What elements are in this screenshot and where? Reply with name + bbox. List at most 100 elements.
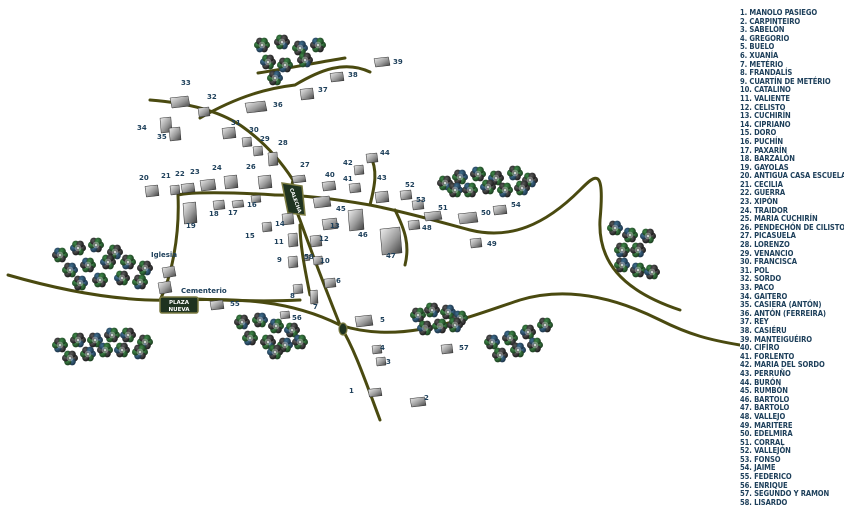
- house-number-57: 57: [459, 344, 469, 352]
- legend-item: 53. FONSO: [740, 454, 781, 464]
- house-number-38: 38: [348, 71, 358, 79]
- house-number-7: 7: [313, 303, 318, 311]
- legend-item: 56. ENRIQUE: [740, 480, 788, 490]
- legend-item: 50. EDELMIRA: [740, 429, 793, 439]
- legend-item: 47. BARTOLO: [740, 403, 790, 413]
- legend-item: 37. REY: [740, 317, 769, 327]
- legend-item: 40. CIFÍRO: [740, 343, 780, 353]
- house-17: [231, 199, 245, 209]
- house-19: [182, 201, 198, 225]
- house-26: [257, 174, 273, 190]
- house-6: [323, 277, 337, 289]
- house-53: [411, 199, 425, 211]
- legend-item: 2. CARPINTEIRO: [740, 16, 801, 26]
- legend-item: 28. LORENZO: [740, 240, 790, 250]
- house-number-14: 14: [275, 220, 285, 228]
- house-21: [169, 184, 181, 196]
- house-number-44: 44: [380, 149, 390, 157]
- house-8: [292, 283, 304, 295]
- cementerio-building: [157, 280, 173, 295]
- house-number-47: 47: [386, 252, 396, 260]
- house-number-58: 58: [304, 253, 314, 261]
- legend-item: 57. SEGUNDO Y RAMON: [740, 489, 830, 499]
- plaza-label-2: NUEVA: [169, 307, 191, 313]
- legend-item: 6. XUANÍA: [740, 50, 779, 60]
- house-number-49: 49: [487, 240, 497, 248]
- house-20: [144, 184, 160, 198]
- tree-icon: [630, 242, 647, 258]
- house-number-54: 54: [511, 201, 521, 209]
- house-44: [365, 152, 379, 164]
- house-number-48: 48: [422, 224, 432, 232]
- legend-item: 3. SABELÓN: [740, 25, 785, 35]
- tree-icon: [62, 350, 78, 366]
- house-number-3: 3: [386, 358, 391, 366]
- tree-icon: [437, 175, 453, 191]
- iglesia-building: [161, 265, 177, 279]
- tree-icon: [614, 242, 631, 258]
- house-51: [423, 210, 443, 222]
- house-58: [303, 254, 311, 262]
- tree-icon: [607, 220, 624, 236]
- house-30: [241, 136, 253, 148]
- house-number-24: 24: [212, 164, 222, 172]
- legend-item: 20. ANTIGUA CASA ESCUELA: [740, 171, 844, 181]
- house-50: [457, 211, 479, 225]
- house-32: [197, 106, 211, 118]
- legend-item: 34. GAITERO: [740, 291, 788, 301]
- tree-icon: [497, 182, 513, 198]
- house-number-9: 9: [277, 256, 282, 264]
- tree-icon: [447, 317, 463, 333]
- house-number-36: 36: [273, 101, 283, 109]
- house-number-30: 30: [249, 126, 259, 134]
- legend-item: 39. MANTEIGUÉIRO: [740, 334, 812, 344]
- tree-icon: [274, 34, 290, 50]
- tree-icon: [452, 169, 468, 185]
- plaza-label-1: PLAZA: [169, 300, 190, 306]
- tree-icon: [440, 304, 456, 320]
- legend-item: 30. FRANCISCA: [740, 257, 797, 267]
- house-4: [371, 344, 383, 355]
- house-36: [244, 100, 268, 114]
- tree-icon: [310, 37, 326, 53]
- house-number-39: 39: [393, 58, 403, 66]
- house-14: [281, 212, 295, 226]
- tree-icon: [80, 257, 96, 273]
- house-number-28: 28: [278, 139, 288, 147]
- tree-icon: [462, 182, 478, 198]
- legend-item: 14. CIPRIANO: [740, 119, 791, 129]
- house-number-21: 21: [161, 172, 171, 180]
- house-number-22: 22: [175, 170, 185, 178]
- house-number-41: 41: [343, 175, 353, 183]
- house-54: [492, 204, 508, 216]
- house-40: [321, 180, 337, 192]
- house-number-19: 19: [186, 222, 196, 230]
- house-number-35: 35: [157, 133, 167, 141]
- legend-item: 18. BARZALÓN: [740, 154, 795, 164]
- tree-icon: [640, 228, 657, 244]
- tree-icon: [88, 237, 104, 253]
- tree-icon: [509, 342, 527, 358]
- house-number-31: 31: [231, 119, 241, 127]
- house-27: [291, 174, 307, 184]
- legend-item: 21. CECILIA: [740, 179, 783, 189]
- house-number-8: 8: [290, 292, 295, 300]
- tree-icon: [137, 260, 153, 276]
- house-7: [309, 289, 319, 305]
- house-number-11: 11: [274, 238, 284, 246]
- legend-item: 15. DORO: [740, 128, 777, 138]
- house-11: [287, 232, 299, 248]
- tree-icon: [492, 347, 508, 363]
- legend-item: 27. PICASUELA: [740, 231, 796, 241]
- legend-item: 22. GUERRA: [740, 188, 786, 198]
- tree-icon: [107, 244, 123, 260]
- tree-icon: [70, 332, 86, 348]
- tree-icon: [242, 330, 258, 346]
- house-37: [299, 87, 315, 101]
- house-24: [223, 174, 239, 190]
- tree-icon: [252, 312, 268, 328]
- house-number-26: 26: [246, 163, 256, 171]
- tree-icon: [62, 262, 78, 278]
- tree-icon: [132, 344, 148, 360]
- house-1: [367, 387, 383, 398]
